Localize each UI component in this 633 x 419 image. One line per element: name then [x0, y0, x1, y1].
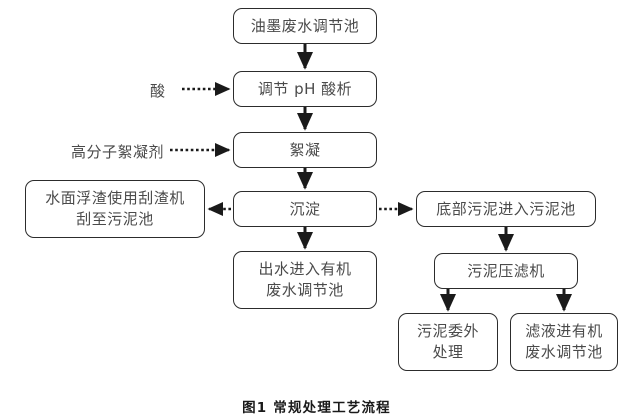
node-settling[interactable]: 沉淀: [233, 191, 377, 227]
node-ink-wastewater-equalization-tank[interactable]: 油墨废水调节池: [233, 8, 377, 44]
node-filtrate-to-organic-wastewater-tank[interactable]: 滤液进有机 废水调节池: [510, 313, 618, 371]
reagent-label-acid: 酸: [150, 82, 166, 100]
node-sludge-offsite-disposal[interactable]: 污泥委外 处理: [398, 313, 498, 371]
node-effluent-to-organic-wastewater-tank[interactable]: 出水进入有机 废水调节池: [233, 251, 377, 309]
node-sludge-filter-press[interactable]: 污泥压滤机: [434, 253, 578, 289]
node-flocculation[interactable]: 絮凝: [233, 132, 377, 168]
reagent-label-polymer-flocculant: 高分子絮凝剂: [71, 143, 165, 161]
node-surface-scum-scraper-to-sludge-pit[interactable]: 水面浮渣使用刮渣机 刮至污泥池: [25, 180, 205, 238]
node-bottom-sludge-to-sludge-pit[interactable]: 底部污泥进入污泥池: [416, 191, 596, 227]
node-ph-adjustment-acid-precipitation[interactable]: 调节 pH 酸析: [233, 71, 377, 107]
figure-caption: 图1 常规处理工艺流程: [242, 400, 391, 416]
